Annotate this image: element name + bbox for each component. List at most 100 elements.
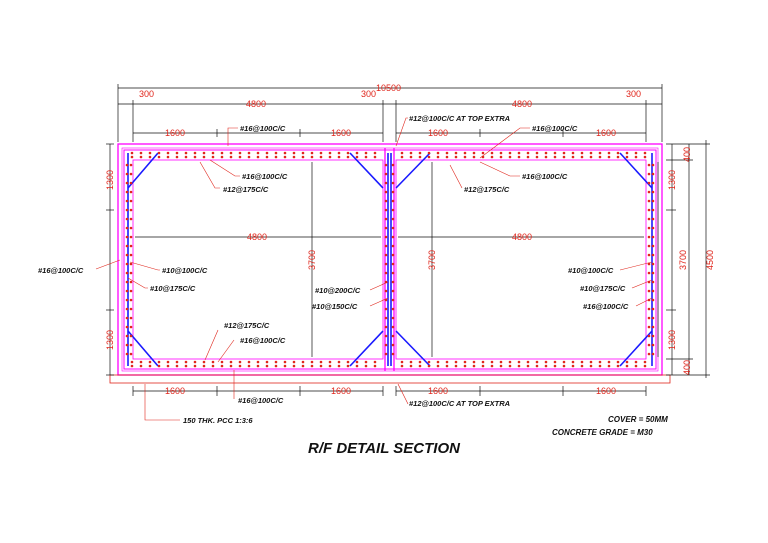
rebar-dot-319 <box>384 226 388 230</box>
rebar-dot-228 <box>125 199 129 203</box>
rebar-dot-3 <box>157 151 161 155</box>
rebar-dot-117 <box>175 360 179 364</box>
rebar-dot-131 <box>301 360 305 364</box>
rebar-dot-179 <box>229 364 233 368</box>
rebar-dot-198 <box>418 364 422 368</box>
rebar-dot-203 <box>463 364 467 368</box>
rebar-dot-261 <box>129 298 133 302</box>
rebar-dot-220 <box>616 364 620 368</box>
rebar-dot-346 <box>391 271 395 275</box>
rebar-dot-272 <box>647 199 651 203</box>
rebar-dot-252 <box>129 217 133 221</box>
rebar-dot-225 <box>125 172 129 176</box>
rebar-dot-35 <box>463 151 467 155</box>
rebar-dot-27 <box>373 151 377 155</box>
rebar-dot-230 <box>125 217 129 221</box>
rebar-dot-331 <box>384 334 388 338</box>
dim-haunch-right-bottom: 1300 <box>667 330 677 350</box>
rebar-dot-118 <box>184 360 188 364</box>
rebar-dot-215 <box>571 364 575 368</box>
rebar-dot-246 <box>129 163 133 167</box>
rebar-dot-10 <box>220 151 224 155</box>
rebar-dot-218 <box>598 364 602 368</box>
rebar-labels: #16@100C/C #12@100C/C AT TOP EXTRA #16@1… <box>38 114 629 425</box>
rebar-dot-195 <box>373 364 377 368</box>
dim-cell-inner-left: 4800 <box>247 232 267 242</box>
rebar-dot-262 <box>129 307 133 311</box>
rebar-dot-339 <box>391 208 395 212</box>
rebar-dot-139 <box>373 360 377 364</box>
rebar-dot-113 <box>139 360 143 364</box>
rebar-dot-36 <box>472 151 476 155</box>
rebar-dot-81 <box>355 155 359 159</box>
rebar-dot-151 <box>499 360 503 364</box>
rebar-dot-322 <box>384 253 388 257</box>
rebar-dot-104 <box>580 155 584 159</box>
rebar-dot-271 <box>647 190 651 194</box>
rebar-dot-302 <box>651 271 655 275</box>
rebar-dot-204 <box>472 364 476 368</box>
rebar-dot-97 <box>517 155 521 159</box>
rebar-dot-285 <box>647 316 651 320</box>
rebar-dot-144 <box>436 360 440 364</box>
rebar-dot-178 <box>220 364 224 368</box>
rebar-dot-312 <box>384 163 388 167</box>
rebar-dot-77 <box>319 155 323 159</box>
rebar-dot-15 <box>265 151 269 155</box>
rebar-dot-248 <box>129 181 133 185</box>
rebar-dot-239 <box>125 298 129 302</box>
dim-haunch-bl-a: 1600 <box>165 386 185 396</box>
rebar-dot-293 <box>651 190 655 194</box>
rebar-dot-53 <box>625 151 629 155</box>
dim-cell-width-right: 4800 <box>512 99 532 109</box>
rebar-dot-119 <box>193 360 197 364</box>
dim-height-left-cell: 3700 <box>307 250 317 270</box>
rebar-dot-182 <box>256 364 260 368</box>
note-cover: COVER = 50MM <box>608 415 668 424</box>
rebar-dot-6 <box>184 151 188 155</box>
rebar-dot-128 <box>274 360 278 364</box>
label-top-inner-right: #16@100C/C <box>522 172 568 181</box>
rebar-dot-11 <box>229 151 233 155</box>
rebar-dot-345 <box>391 262 395 266</box>
rebar-dot-160 <box>580 360 584 364</box>
rebar-dot-31 <box>427 151 431 155</box>
rebar-dot-273 <box>647 208 651 212</box>
dim-haunch-bl-b: 1600 <box>331 386 351 396</box>
rebar-dot-43 <box>535 151 539 155</box>
rebar-dot-98 <box>526 155 530 159</box>
rebar-dot-44 <box>544 151 548 155</box>
rebar-dot-114 <box>148 360 152 364</box>
note-concrete-grade: CONCRETE GRADE = M30 <box>552 428 653 437</box>
rebar-dot-176 <box>202 364 206 368</box>
rebar-dot-69 <box>247 155 251 159</box>
rebar-dot-307 <box>651 316 655 320</box>
rebar-dot-4 <box>166 151 170 155</box>
rebar-dot-329 <box>384 316 388 320</box>
rebar-dot-229 <box>125 208 129 212</box>
rebar-dot-75 <box>301 155 305 159</box>
rebar-dot-137 <box>355 360 359 364</box>
rebar-dot-85 <box>409 155 413 159</box>
rebar-dot-168 <box>130 364 134 368</box>
rebar-dot-26 <box>364 151 368 155</box>
concrete-outline <box>109 143 671 384</box>
rebar-dot-286 <box>647 325 651 329</box>
rebar-dot-316 <box>384 199 388 203</box>
rebar-dot-268 <box>647 163 651 167</box>
rebar-dot-8 <box>202 151 206 155</box>
rebar-dot-149 <box>481 360 485 364</box>
rebar-dot-171 <box>157 364 161 368</box>
rebar-dot-111 <box>643 155 647 159</box>
rebar-dot-50 <box>598 151 602 155</box>
label-inner-wall-right-b: #10@175C/C <box>580 284 626 293</box>
rebar-dot-247 <box>129 172 133 176</box>
rebar-dot-341 <box>391 226 395 230</box>
rebar-dot-71 <box>265 155 269 159</box>
rebar-dot-105 <box>589 155 593 159</box>
rebar-dot-62 <box>184 155 188 159</box>
leader-lines <box>95 117 653 421</box>
rebar-dot-159 <box>571 360 575 364</box>
dim-slab-top: 400 <box>682 147 692 162</box>
